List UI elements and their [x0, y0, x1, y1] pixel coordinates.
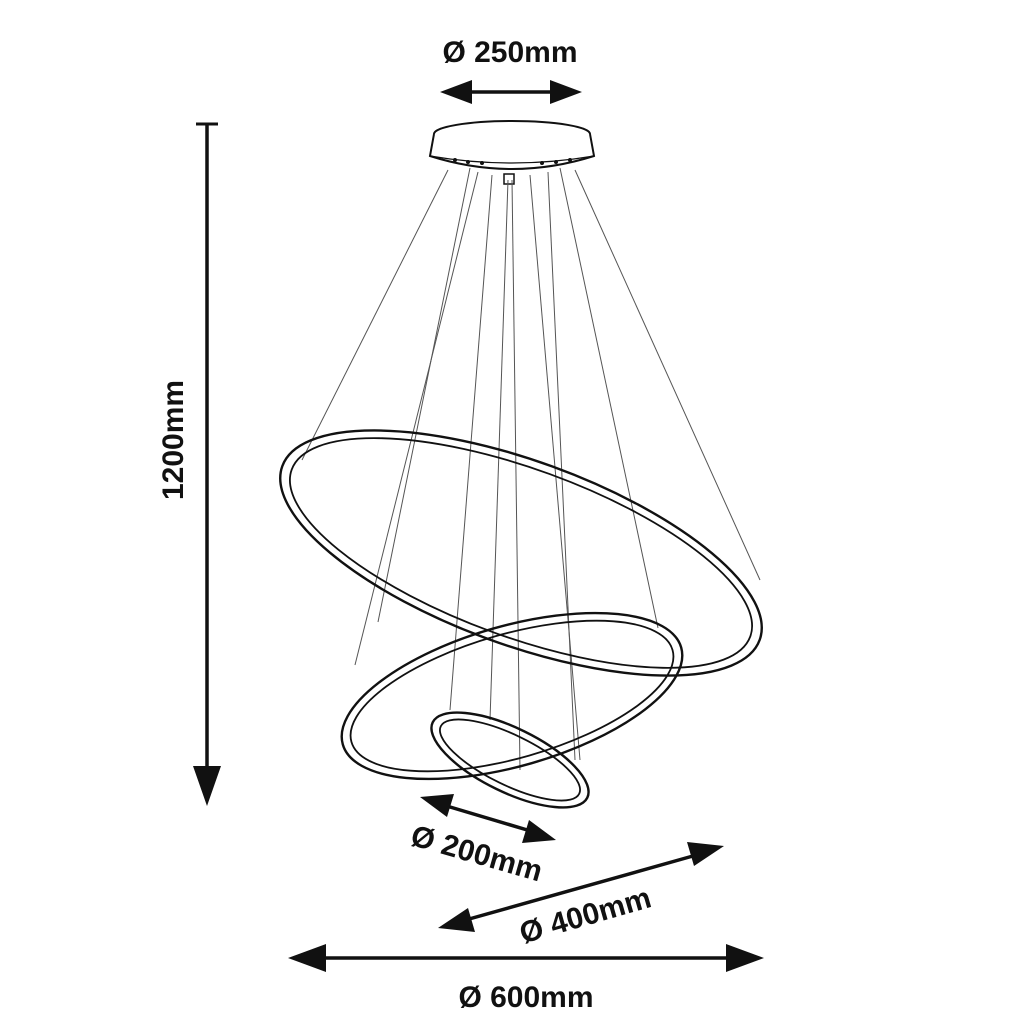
total-height-label: 1200mm: [157, 380, 190, 500]
medium-ring-diameter-label: Ø 400mm: [516, 881, 655, 950]
canopy-diameter-dimension: Ø 250mm: [440, 36, 582, 104]
large-ring-diameter-label: Ø 600mm: [458, 981, 593, 1014]
large-ring-diameter-dimension: Ø 600mm: [288, 944, 764, 1014]
suspension-wires: [301, 167, 761, 771]
total-height-dimension: 1200mm: [157, 122, 221, 806]
small-ring-diameter-dimension: Ø 200mm: [407, 794, 556, 888]
large-ring: [279, 429, 763, 677]
medium-ring: [340, 611, 684, 781]
ceiling-canopy: [428, 120, 596, 185]
small-ring: [430, 711, 590, 809]
canopy-diameter-label: Ø 250mm: [442, 36, 577, 69]
